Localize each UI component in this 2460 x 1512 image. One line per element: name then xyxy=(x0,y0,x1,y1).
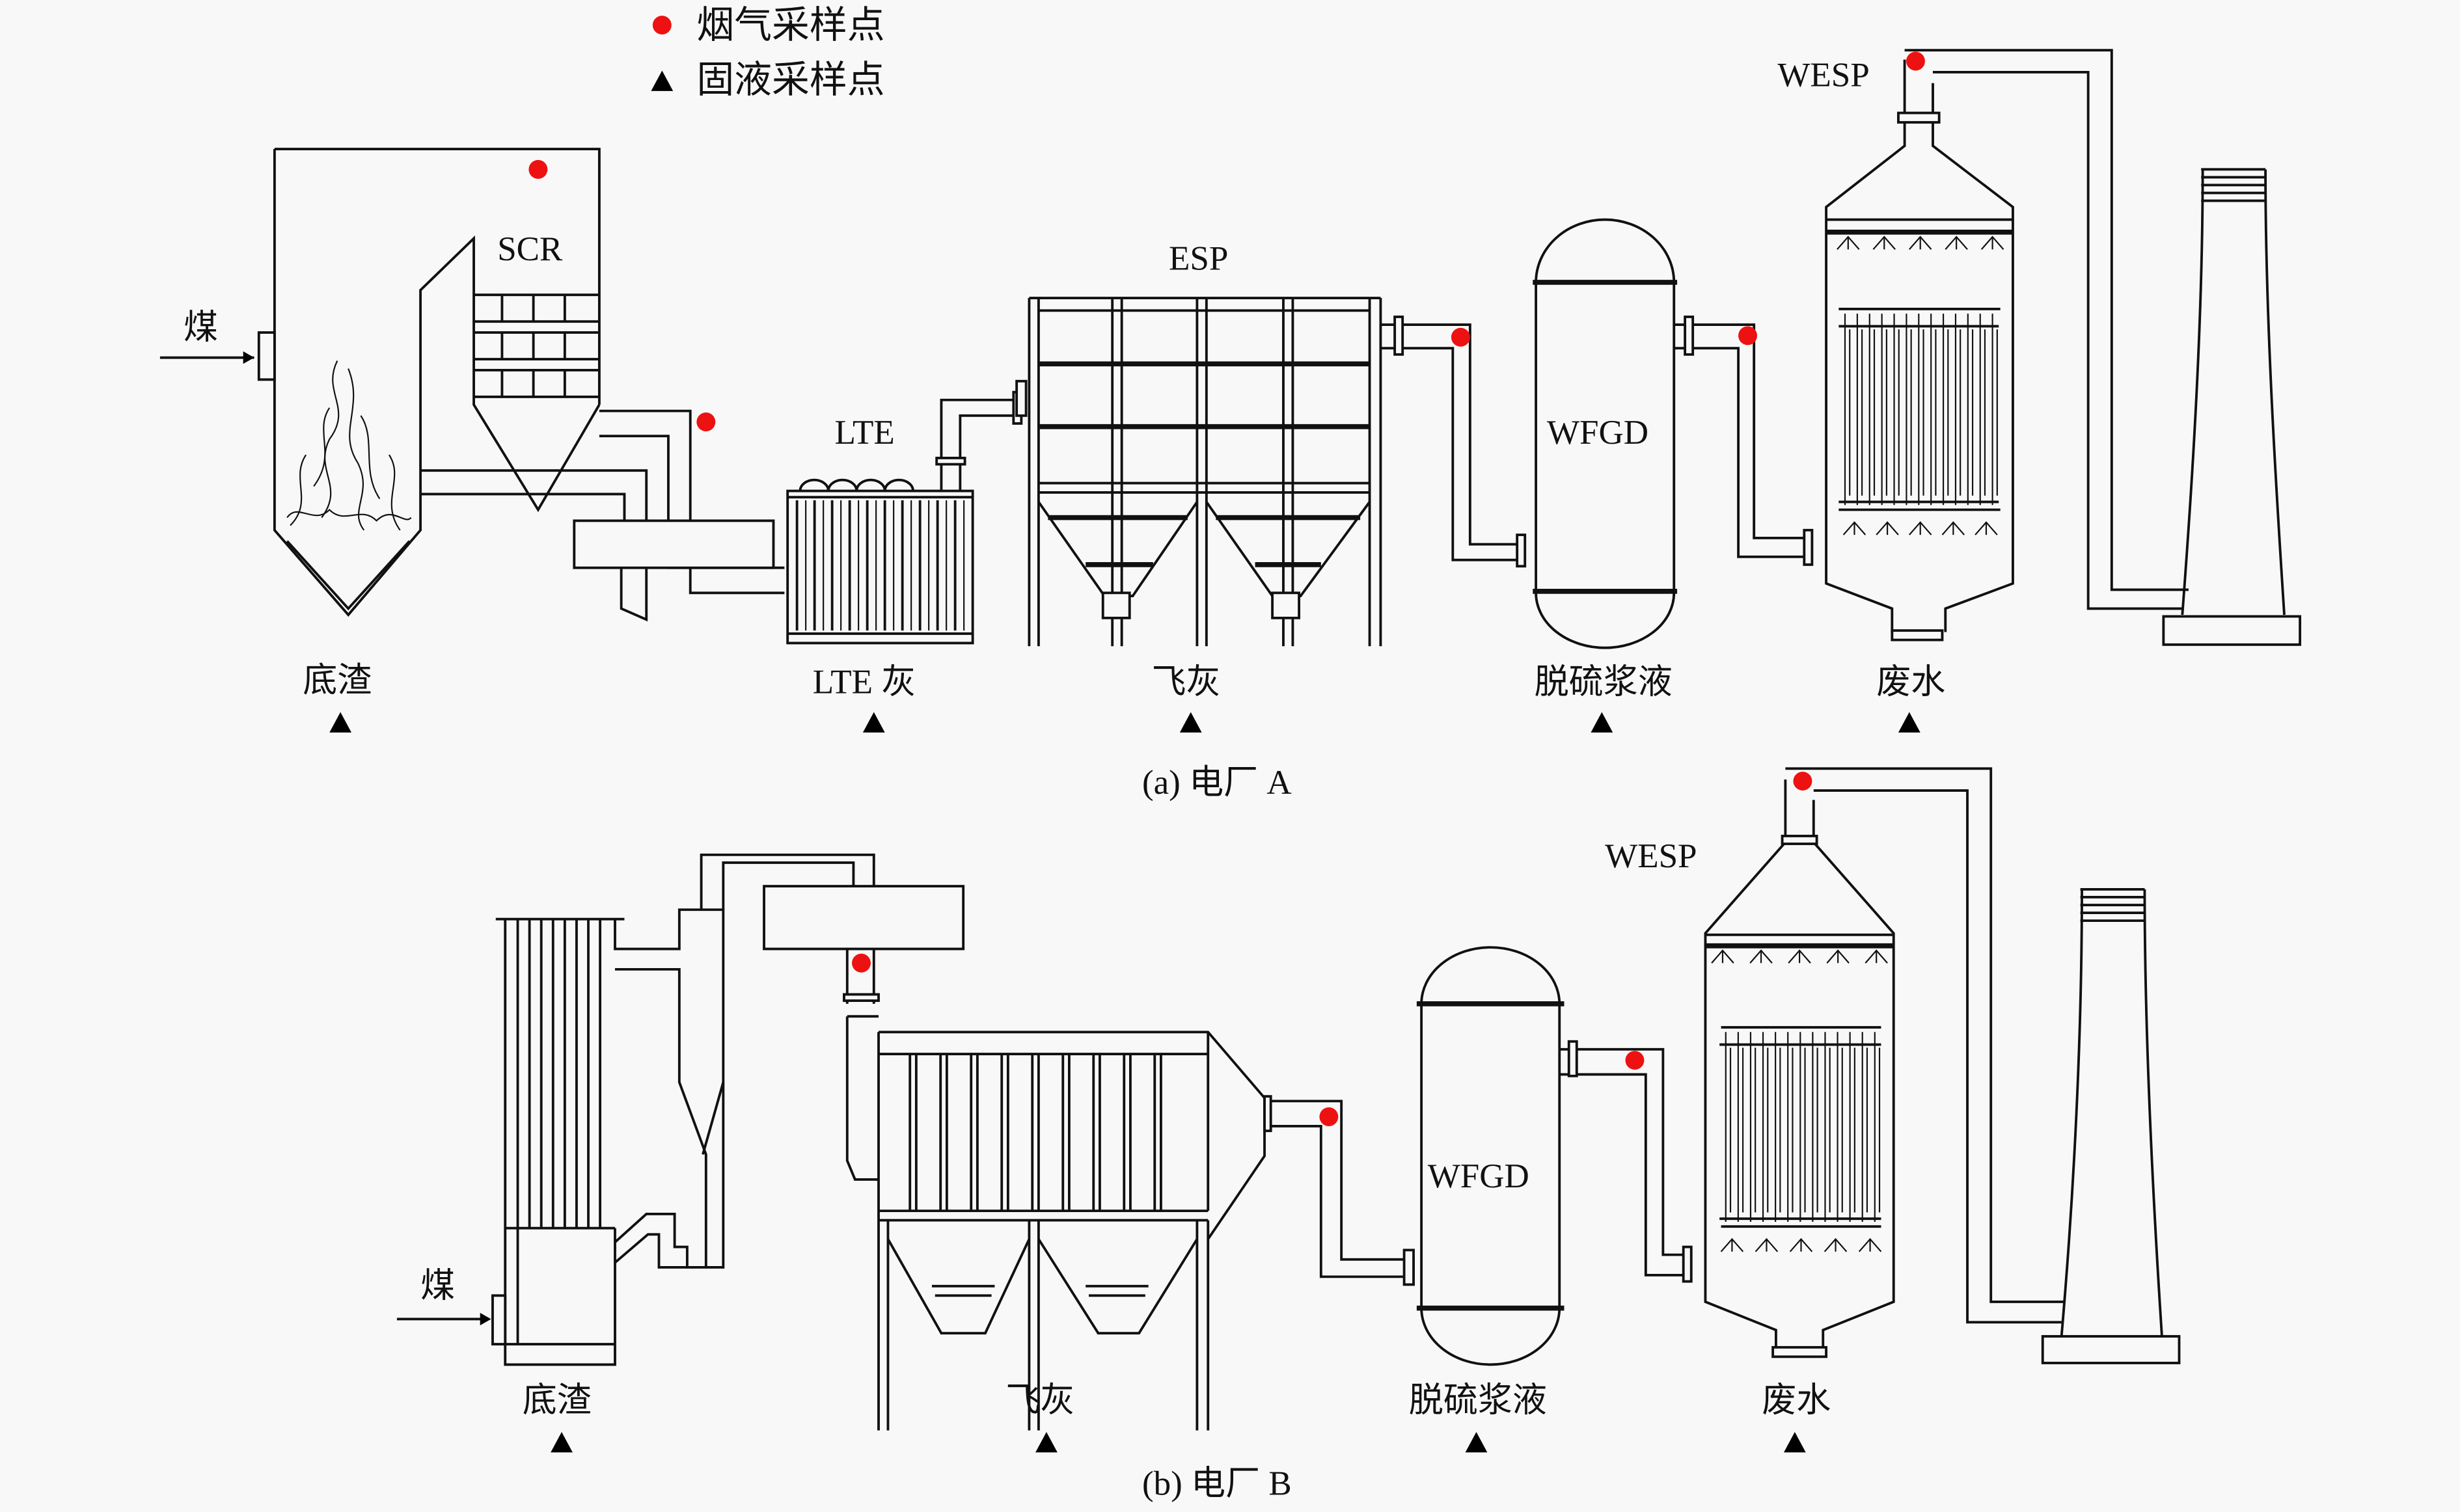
sample-label-wastewater-a: 废水 xyxy=(1876,664,1945,701)
plant-a-wesp: WESP xyxy=(1777,51,2014,641)
plant-a-stack xyxy=(2162,168,2302,646)
sample-triangle-icon xyxy=(1035,1432,1058,1453)
sample-triangle-icon xyxy=(862,712,885,733)
sample-triangle-icon xyxy=(1179,712,1202,733)
spray-nozzle-icon xyxy=(1980,236,2004,250)
sample-label-wastewater-b: 废水 xyxy=(1762,1382,1831,1420)
sample-triangle-icon xyxy=(329,712,351,733)
legend-triangle-icon xyxy=(651,70,674,91)
spray-nozzle-icon xyxy=(1837,236,1860,250)
wfgd-label-a: WFGD xyxy=(1547,414,1648,452)
gas-sampling-point-wesp-outlet xyxy=(1906,51,1925,71)
sample-triangle-icon xyxy=(1465,1432,1488,1453)
plant-a: SCR 煤 xyxy=(159,49,2302,802)
coal-arrow-icon xyxy=(480,1312,491,1326)
plant-b-esp xyxy=(845,1015,1266,1431)
lte-heat-exchanger: LTE xyxy=(786,390,1023,645)
air-preheater-b xyxy=(763,885,965,951)
legend-gas-label: 烟气采样点 xyxy=(696,4,884,46)
gas-sampling-point-furnace xyxy=(528,159,548,179)
coal-arrow-icon xyxy=(243,351,254,364)
sample-label-desulf-slurry-b: 脱硫浆液 xyxy=(1409,1382,1547,1420)
plant-a-boiler: SCR 煤 xyxy=(159,148,601,617)
sample-triangle-icon xyxy=(551,1432,573,1453)
caption-plant-b: (b) 电厂 B xyxy=(1142,1465,1292,1502)
caption-plant-a: (a) 电厂 A xyxy=(1142,764,1292,802)
duct-wesp-to-stack-b xyxy=(1785,767,2065,1324)
gas-sampling-point-esp-outlet-b xyxy=(1319,1107,1339,1126)
sample-triangle-icon xyxy=(1783,1432,1806,1453)
coal-label-b: 煤 xyxy=(420,1267,455,1305)
spray-nozzle-icon xyxy=(1749,949,1773,964)
sample-label-bottom-ash-b: 底渣 xyxy=(523,1382,592,1420)
scr-label: SCR xyxy=(497,230,563,268)
electrode-tubes xyxy=(1838,314,1999,506)
duct-wesp-to-stack xyxy=(1904,49,2189,610)
spray-nozzle-icon xyxy=(1858,1237,1882,1252)
lte-label: LTE xyxy=(835,414,895,452)
plant-b-stack xyxy=(2041,887,2181,1364)
spray-nozzle-icon xyxy=(1789,1237,1813,1252)
spray-nozzle-icon xyxy=(1876,521,1899,535)
spray-nozzle-icon xyxy=(1720,1237,1744,1252)
spray-nozzle-icon xyxy=(1788,949,1811,964)
sample-triangle-icon xyxy=(1898,712,1920,733)
plant-b: 煤 xyxy=(396,767,2181,1502)
spray-nozzle-icon xyxy=(1975,521,1998,535)
sample-label-fly-ash-b: 飞灰 xyxy=(1005,1382,1074,1420)
gas-sampling-point-preheater-outlet xyxy=(852,953,871,973)
gas-sampling-point-wfgd-outlet-b xyxy=(1625,1051,1645,1070)
spray-nozzles xyxy=(1837,236,2004,535)
spray-nozzle-icon xyxy=(1865,949,1888,964)
coal-feeder xyxy=(491,1294,507,1345)
gas-sampling-point-wesp-outlet-b xyxy=(1793,772,1812,791)
spray-nozzle-icon xyxy=(1842,521,1866,535)
esp-label: ESP xyxy=(1169,240,1228,278)
duct-esp-to-wfgd-b xyxy=(1264,1100,1406,1278)
spray-nozzle-icon xyxy=(1826,949,1850,964)
spray-nozzle-icon xyxy=(1824,1237,1848,1252)
plant-b-wfgd: WFGD xyxy=(1416,946,1565,1366)
wesp-label-b: WESP xyxy=(1605,837,1697,875)
plant-b-sample-labels: 底渣 飞灰 脱硫浆液 废水 xyxy=(523,1382,1831,1453)
sample-label-fly-ash-a: 飞灰 xyxy=(1151,664,1220,701)
duct-esp-to-wfgd xyxy=(1380,323,1525,561)
gas-sampling-point-scr-outlet xyxy=(696,412,716,431)
plant-b-boiler: 煤 xyxy=(396,917,625,1366)
coal-feeder xyxy=(257,331,276,381)
spray-nozzle-icon xyxy=(1711,949,1734,964)
sample-label-lte-ash: LTE 灰 xyxy=(813,664,916,701)
sample-label-desulf-slurry-a: 脱硫浆液 xyxy=(1535,664,1673,701)
wfgd-label-b: WFGD xyxy=(1428,1157,1529,1195)
duct-wfgd-to-wesp-b xyxy=(1559,1047,1687,1276)
spray-nozzle-icon xyxy=(1909,521,1932,535)
flame-icon xyxy=(286,360,412,531)
coal-label-a: 煤 xyxy=(184,309,218,347)
sample-label-bottom-ash-a: 底渣 xyxy=(303,662,372,699)
spray-nozzle-icon xyxy=(1755,1237,1779,1252)
air-preheater xyxy=(573,519,775,569)
scr-catalyst-grid xyxy=(474,293,599,398)
plant-b-wesp: WESP xyxy=(1605,772,1895,1358)
spray-nozzle-icon xyxy=(1909,236,1932,250)
plant-a-ducts xyxy=(420,409,785,622)
legend-red-dot-icon xyxy=(652,16,672,35)
plant-a-wfgd: WFGD xyxy=(1533,218,1678,649)
plant-a-esp: ESP xyxy=(1015,240,1382,647)
gas-sampling-point-wfgd-outlet xyxy=(1738,326,1757,345)
gas-sampling-point-esp-outlet xyxy=(1451,327,1470,347)
legend-solid-liquid-label: 固液采样点 xyxy=(696,59,884,101)
spray-nozzle-icon xyxy=(1945,236,1968,250)
spray-nozzle-icon xyxy=(1941,521,1965,535)
duct-wfgd-to-wesp xyxy=(1674,323,1808,558)
plant-a-sample-labels: 底渣 LTE 灰 飞灰 脱硫浆液 废水 xyxy=(303,662,1945,733)
legend: 烟气采样点 固液采样点 xyxy=(651,4,885,101)
wesp-label-a: WESP xyxy=(1777,57,1869,94)
plant-b-cyclone xyxy=(614,853,875,1269)
sample-triangle-icon xyxy=(1591,712,1613,733)
spray-nozzle-icon xyxy=(1872,236,1896,250)
